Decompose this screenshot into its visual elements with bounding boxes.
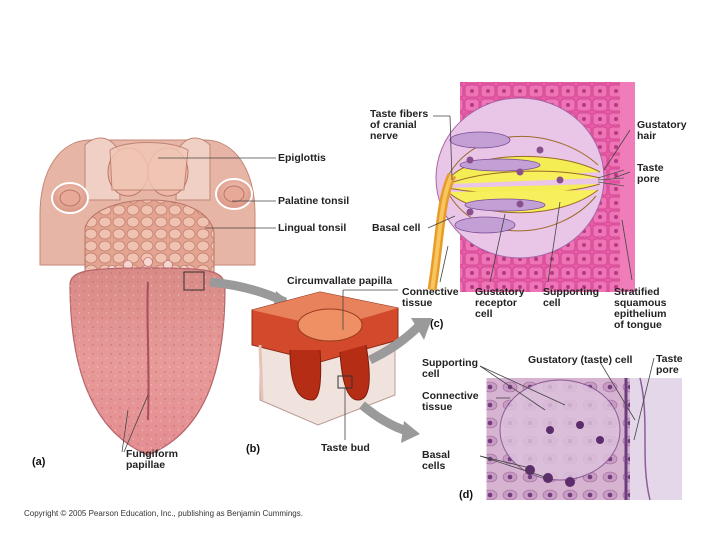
label-stratified-epithelium: Stratified squamous epithelium of tongue <box>614 287 667 331</box>
panel-letter-b: (b) <box>246 443 260 455</box>
label-connective-tissue-d: Connective tissue <box>422 391 479 413</box>
micrograph <box>486 378 682 500</box>
label-gustatory-taste-cell: Gustatory (taste) cell <box>528 355 632 366</box>
label-lingual-tonsil: Lingual tonsil <box>278 223 346 234</box>
label-supporting-cell-d: Supporting cell <box>422 358 478 380</box>
label-supporting-cell-c: Supporting cell <box>543 287 599 309</box>
label-gustatory-hair: Gustatory hair <box>637 120 687 142</box>
tongue-illustration <box>40 138 255 455</box>
label-gustatory-receptor-cell: Gustatory receptor cell <box>475 287 525 320</box>
label-basal-cell: Basal cell <box>372 223 420 234</box>
arrow-b-to-d <box>362 405 410 432</box>
label-basal-cells: Basal cells <box>422 450 450 472</box>
label-taste-fibers: Taste fibers of cranial nerve <box>370 109 428 142</box>
label-taste-pore-c: Taste pore <box>637 163 664 185</box>
label-palatine-tonsil: Palatine tonsil <box>278 196 349 207</box>
panel-letter-d: (d) <box>459 489 473 501</box>
label-taste-bud: Taste bud <box>321 443 370 454</box>
copyright-notice: Copyright © 2005 Pearson Education, Inc.… <box>24 509 303 518</box>
panel-letter-c: (c) <box>430 318 443 330</box>
label-fungiform-papillae: Fungiform papillae <box>126 449 178 471</box>
label-connective-tissue-c: Connective tissue <box>402 287 459 309</box>
label-circumvallate-papilla: Circumvallate papilla <box>287 276 392 287</box>
taste-bud-illustration <box>432 82 635 292</box>
label-epiglottis: Epiglottis <box>278 153 326 164</box>
panel-letter-a: (a) <box>32 456 45 468</box>
label-taste-pore-d: Taste pore <box>656 354 683 376</box>
